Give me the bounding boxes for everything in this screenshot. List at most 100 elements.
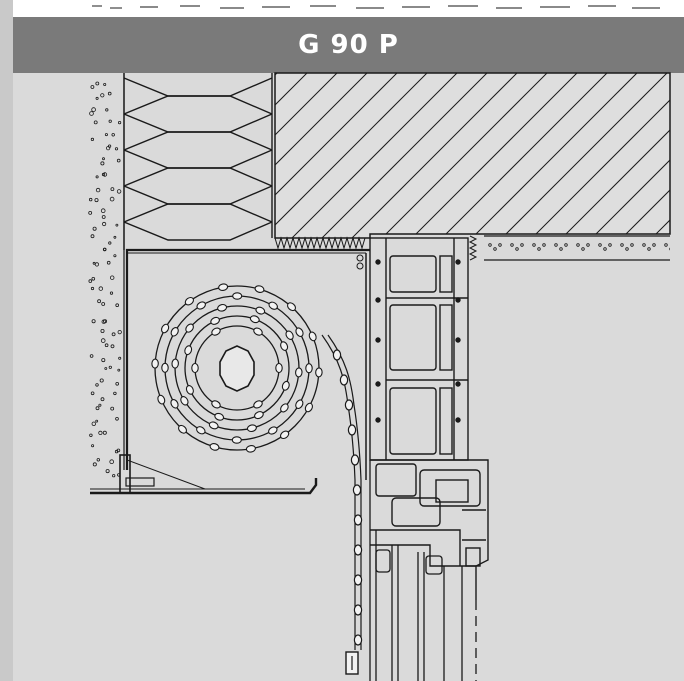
plaster-dot [115, 303, 119, 308]
plaster-dot [103, 83, 107, 87]
hatch-line [0, 0, 200, 260]
plaster-dot [98, 403, 102, 407]
hatch-line [329, 73, 591, 238]
slat-link [295, 399, 304, 409]
roller-shaft [219, 345, 255, 392]
plaster-dot [93, 120, 98, 125]
plaster-dot [100, 397, 105, 402]
plaster-dot [90, 85, 95, 89]
plaster-dot [520, 243, 524, 247]
product-title: G 90 P [298, 30, 399, 60]
plaster-dot [95, 406, 100, 411]
plaster-dot [603, 247, 607, 251]
slat-link [196, 301, 206, 310]
slat-link [245, 445, 256, 453]
plaster-dot [111, 332, 116, 337]
plaster-dot [89, 354, 94, 358]
slat-link [246, 424, 257, 433]
plaster-dot [118, 121, 122, 125]
slat-link [275, 362, 283, 374]
plaster-dot [92, 226, 97, 231]
plaster-dot [642, 243, 646, 247]
plaster-dot [109, 196, 115, 202]
plaster-dot [652, 243, 656, 247]
plaster-dot [116, 158, 121, 163]
plaster-dot [89, 433, 93, 437]
gasket-dot [375, 259, 381, 265]
slat-link [184, 296, 195, 306]
hatch-line [449, 73, 670, 238]
slat-link [254, 411, 264, 420]
slat-link [253, 327, 263, 336]
hatch-line [419, 73, 670, 238]
plaster-dot [113, 391, 117, 396]
shutter-curtain [321, 334, 363, 675]
curtain-link [344, 399, 354, 411]
plaster-dot [104, 133, 108, 137]
plaster-dot [90, 137, 95, 141]
slat-link [295, 327, 304, 337]
plaster-dot [115, 416, 119, 421]
plaster-dot [532, 243, 536, 247]
plaster-dot [107, 91, 112, 96]
curtain-link [352, 484, 362, 496]
plaster-dot [91, 421, 96, 426]
plaster-dot [116, 189, 122, 194]
gasket-dot [455, 381, 461, 387]
hatch-line [299, 73, 561, 238]
slat-link [279, 430, 290, 440]
plaster-dot [112, 474, 116, 478]
plaster-dot [101, 319, 106, 324]
plaster-dot [537, 247, 541, 251]
slat-link [255, 306, 266, 315]
plaster-dot [510, 243, 514, 247]
plaster-dot [498, 243, 502, 247]
plaster-dot [105, 108, 109, 112]
slat-link [217, 303, 228, 312]
plaster-dot [559, 247, 563, 251]
curtain-link [353, 574, 363, 586]
slat-link [191, 362, 199, 374]
plaster-dot [630, 243, 634, 247]
slat-link [286, 302, 297, 312]
plaster-dot [104, 367, 108, 370]
gasket-dot [375, 417, 381, 423]
roller-shutter-box [90, 248, 370, 495]
hatch-line [569, 73, 670, 238]
plaster-dot [101, 302, 106, 306]
plaster-dot [675, 244, 678, 247]
gasket-dot [455, 417, 461, 423]
plaster-dot [542, 243, 546, 247]
hatch-line [359, 73, 621, 238]
gasket-dot [455, 337, 461, 343]
plaster-dot [100, 338, 106, 343]
slat-link [214, 412, 225, 421]
plaster-dot [88, 279, 93, 283]
top-text-remnants [92, 5, 660, 9]
hatch-line [539, 73, 670, 238]
plaster-dot [109, 459, 114, 465]
plaster-layer [88, 73, 125, 478]
plaster-dot [97, 299, 101, 304]
slat-link [185, 385, 194, 395]
plaster-dot [106, 260, 111, 265]
plaster-dot [102, 221, 107, 227]
roll-layer [184, 315, 290, 421]
plaster-dot [90, 234, 95, 239]
plaster-dot [114, 147, 119, 151]
slat-link [151, 358, 159, 369]
plaster-dot [91, 319, 96, 324]
hatch-line [275, 73, 471, 238]
hatch-line [389, 73, 651, 238]
slat-link [249, 315, 260, 324]
plaster-dot [95, 96, 99, 100]
slat-link [208, 421, 219, 430]
hatch-line [0, 0, 260, 260]
slat-link [308, 331, 317, 342]
plaster-dot [115, 381, 119, 386]
hatch-line [0, 0, 140, 260]
plaster-dot [88, 210, 93, 215]
plaster-dot [91, 276, 96, 281]
plaster-dot [110, 187, 115, 192]
